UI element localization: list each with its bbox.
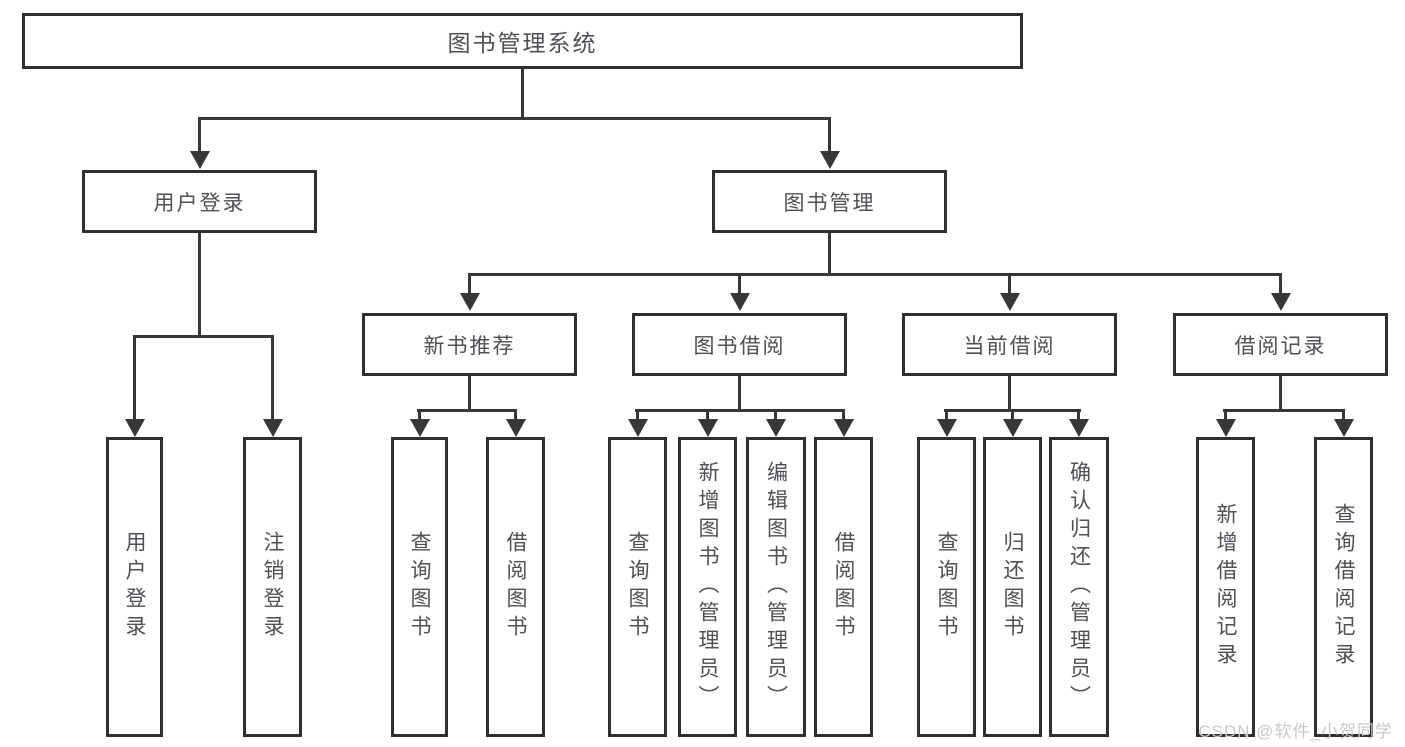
connector-current-stem — [1008, 376, 1011, 411]
arrow-current-confirm — [1068, 409, 1089, 437]
arrow-to-borrow-records — [1270, 273, 1291, 311]
arrow-borrow-edit — [765, 409, 786, 437]
arrow-records-add — [1215, 409, 1236, 437]
leaf-current-query-books: 查询图书 — [917, 437, 976, 737]
arrow-to-book-borrow — [729, 273, 750, 311]
leaf-records-query-record: 查询借阅记录 — [1314, 437, 1373, 737]
connector-level3-rail — [468, 273, 1282, 276]
leaf-current-confirm-return-admin: 确认归还（管理员） — [1049, 437, 1109, 737]
leaf-newrec-borrow-books: 借阅图书 — [486, 437, 545, 737]
node-book-management-branch: 图书管理 — [712, 170, 947, 233]
node-current-borrowing: 当前借阅 — [902, 313, 1117, 376]
connector-user-login-rail — [133, 335, 274, 338]
connector-records-rail — [1223, 409, 1345, 412]
leaf-logout-label: 注销登录 — [261, 531, 284, 643]
arrow-current-return — [1002, 409, 1023, 437]
leaf-borrow-query-books: 查询图书 — [608, 437, 667, 737]
leaf-borrow-borrow-books: 借阅图书 — [814, 437, 873, 737]
leaf-borrow-edit-books-admin: 编辑图书（管理员） — [746, 437, 806, 737]
node-new-book-recommend: 新书推荐 — [362, 313, 577, 376]
arrow-to-book-mgmt — [819, 117, 840, 169]
arrow-records-query — [1333, 409, 1354, 437]
leaf-newrec-query-books-label: 查询图书 — [408, 531, 431, 643]
leaf-borrow-borrow-books-label: 借阅图书 — [832, 531, 855, 643]
connector-new-book-stem — [468, 376, 471, 411]
connector-book-borrow-rail — [635, 409, 845, 412]
leaf-user-login-label: 用户登录 — [123, 531, 146, 643]
leaf-current-return-books-label: 归还图书 — [1001, 531, 1024, 643]
node-root-system: 图书管理系统 — [22, 13, 1023, 69]
connector-records-stem — [1279, 376, 1282, 411]
leaf-borrow-add-books-admin-label: 新增图书（管理员） — [696, 461, 719, 713]
leaf-current-query-books-label: 查询图书 — [935, 531, 958, 643]
leaf-records-query-record-label: 查询借阅记录 — [1332, 503, 1355, 671]
arrow-current-query — [936, 409, 957, 437]
arrow-to-current-borrow — [999, 273, 1020, 311]
connector-new-book-rail — [417, 409, 517, 412]
leaf-borrow-edit-books-admin-label: 编辑图书（管理员） — [764, 461, 788, 713]
connector-book-mgmt-stem — [828, 233, 831, 275]
connector-user-login-stem — [198, 233, 201, 337]
arrow-to-new-book-rec — [459, 273, 480, 311]
node-book-borrowing: 图书借阅 — [632, 313, 847, 376]
leaf-borrow-add-books-admin: 新增图书（管理员） — [678, 437, 737, 737]
leaf-newrec-query-books: 查询图书 — [391, 437, 448, 737]
arrow-borrow-query — [627, 409, 648, 437]
arrow-to-leaf-logout — [262, 335, 283, 437]
leaf-user-login: 用户登录 — [106, 437, 163, 737]
node-user-login-branch: 用户登录 — [82, 170, 317, 233]
node-borrowing-records: 借阅记录 — [1173, 313, 1388, 376]
leaf-newrec-borrow-books-label: 借阅图书 — [504, 531, 527, 643]
leaf-logout: 注销登录 — [243, 437, 302, 737]
arrow-borrow-borrow — [833, 409, 854, 437]
arrow-new-book-borrow — [505, 409, 526, 437]
arrow-borrow-add — [697, 409, 718, 437]
connector-level2-rail — [198, 117, 831, 120]
leaf-current-confirm-return-admin-label: 确认归还（管理员） — [1067, 461, 1091, 713]
connector-root-stem — [521, 69, 524, 119]
leaf-records-add-record: 新增借阅记录 — [1196, 437, 1255, 737]
arrow-to-leaf-user-login — [124, 335, 145, 437]
csdn-watermark: CSDN @软件_小贺同学 — [1198, 722, 1393, 741]
leaf-records-add-record-label: 新增借阅记录 — [1214, 503, 1237, 671]
arrow-to-user-login — [189, 117, 210, 169]
leaf-borrow-query-books-label: 查询图书 — [626, 531, 649, 643]
arrow-new-book-query — [409, 409, 430, 437]
leaf-current-return-books: 归还图书 — [983, 437, 1042, 737]
connector-book-borrow-stem — [738, 376, 741, 411]
